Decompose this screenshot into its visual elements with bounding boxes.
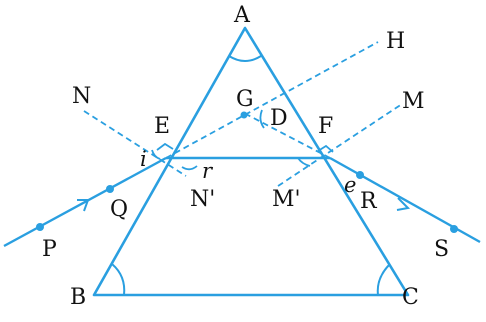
point-G [240,111,248,119]
label-F: F [318,114,333,139]
label-N-prime: N' [190,187,215,212]
right-angle-mark-E [156,142,174,151]
label-G: G [236,87,254,112]
angle-arc-D [259,109,265,129]
point-R [356,171,364,179]
label-A: A [233,3,251,28]
label-r: r [202,159,214,183]
normal-line-at-F [277,103,403,187]
right-angle-mark-F [317,144,334,153]
incident-arrowhead [77,199,90,212]
label-C: C [402,285,419,310]
label-i: i [140,147,147,171]
angle-arc-i [151,149,161,160]
label-D: D [270,106,288,131]
incident-extension-EH [165,41,379,159]
label-N: N [72,84,91,109]
normal-line-at-E [83,110,187,177]
label-e: e [344,173,356,197]
point-Q [106,185,114,193]
label-H: H [386,29,405,54]
angle-arc-M-prime [297,157,311,167]
label-E: E [154,114,170,139]
angle-arc-A [228,55,262,62]
angle-arc-r [181,165,198,171]
incident-ray [3,156,167,248]
label-R: R [360,189,378,214]
label-S: S [434,237,449,262]
label-B: B [70,285,86,310]
angle-arc-B [111,263,126,296]
point-S [450,225,458,233]
label-M: M [402,89,425,114]
point-P [36,223,44,231]
label-P: P [42,237,57,262]
emergent-arrowhead [396,197,411,211]
label-Q: Q [110,197,128,222]
angle-arc-C [376,263,391,296]
emergent-extension-FG [243,112,331,159]
label-M-prime: M' [272,187,301,212]
prism-triangle [92,26,410,297]
